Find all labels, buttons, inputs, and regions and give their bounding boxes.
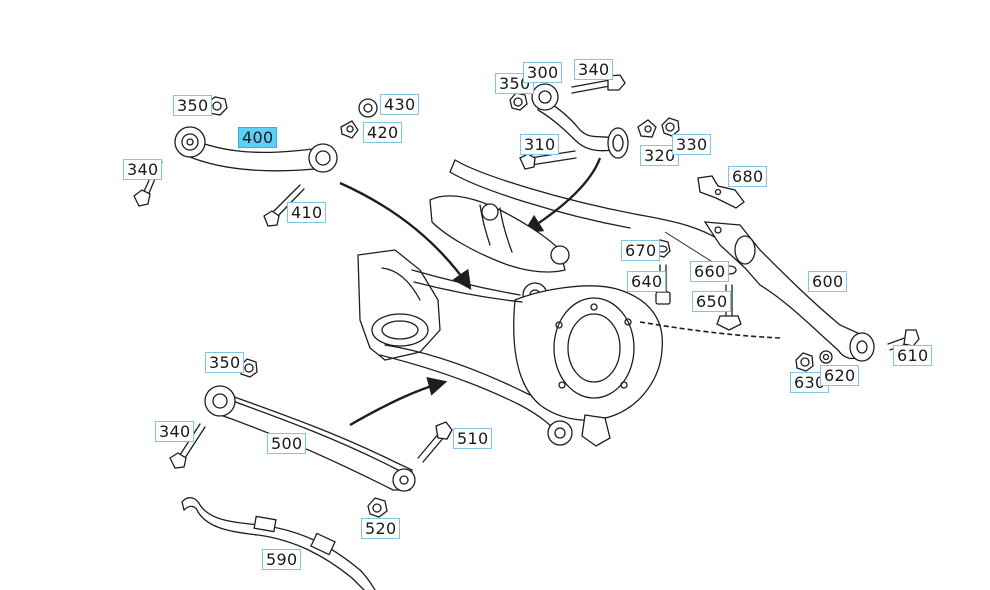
part-350-nut-b[interactable] — [509, 92, 528, 111]
callout-680[interactable]: 680 — [728, 166, 768, 187]
part-410-bolt[interactable] — [263, 184, 305, 227]
callout-330[interactable]: 330 — [672, 134, 712, 155]
callout-310[interactable]: 310 — [520, 134, 560, 155]
part-650-bolt[interactable] — [716, 284, 742, 331]
callout-600[interactable]: 600 — [808, 271, 848, 292]
callout-650[interactable]: 650 — [692, 291, 732, 312]
callout-320[interactable]: 320 — [640, 145, 680, 166]
callout-300[interactable]: 300 — [523, 62, 563, 83]
callout-420[interactable]: 420 — [363, 122, 403, 143]
callout-500[interactable]: 500 — [267, 433, 307, 454]
callout-340-b[interactable]: 340 — [574, 59, 614, 80]
part-520-nut[interactable] — [367, 497, 388, 518]
part-430-washer[interactable] — [358, 98, 378, 118]
part-300-control-arm[interactable] — [531, 83, 629, 159]
wheel-carrier-assembly — [357, 159, 781, 447]
callout-350-c[interactable]: 350 — [205, 352, 245, 373]
part-400-control-arm[interactable] — [174, 126, 338, 173]
part-600-trailing-arm[interactable] — [703, 221, 875, 362]
callout-590[interactable]: 590 — [262, 549, 302, 570]
callout-660[interactable]: 660 — [690, 261, 730, 282]
callout-520[interactable]: 520 — [361, 518, 401, 539]
callout-410[interactable]: 410 — [287, 202, 327, 223]
callout-350-a[interactable]: 350 — [173, 95, 213, 116]
part-620-washer[interactable] — [819, 350, 833, 364]
callout-670[interactable]: 670 — [621, 240, 661, 261]
part-420-clip[interactable] — [340, 120, 359, 139]
part-340-bolt-c[interactable] — [169, 423, 206, 469]
part-330-nut[interactable] — [661, 117, 680, 137]
callout-340-c[interactable]: 340 — [155, 421, 195, 442]
callout-510[interactable]: 510 — [453, 428, 493, 449]
callout-400[interactable]: 400 — [238, 127, 278, 148]
callout-640[interactable]: 640 — [627, 271, 667, 292]
part-630-nut[interactable] — [795, 352, 814, 372]
callout-430[interactable]: 430 — [380, 94, 420, 115]
part-680-bracket[interactable] — [697, 175, 745, 209]
callout-610[interactable]: 610 — [893, 345, 933, 366]
part-590-stabilizer-bar[interactable] — [181, 497, 376, 590]
callout-620[interactable]: 620 — [820, 365, 860, 386]
part-500-control-arm[interactable] — [204, 385, 416, 492]
part-510-bolt[interactable] — [417, 421, 453, 463]
part-320-clip[interactable] — [637, 119, 657, 138]
callout-340-a[interactable]: 340 — [123, 159, 163, 180]
